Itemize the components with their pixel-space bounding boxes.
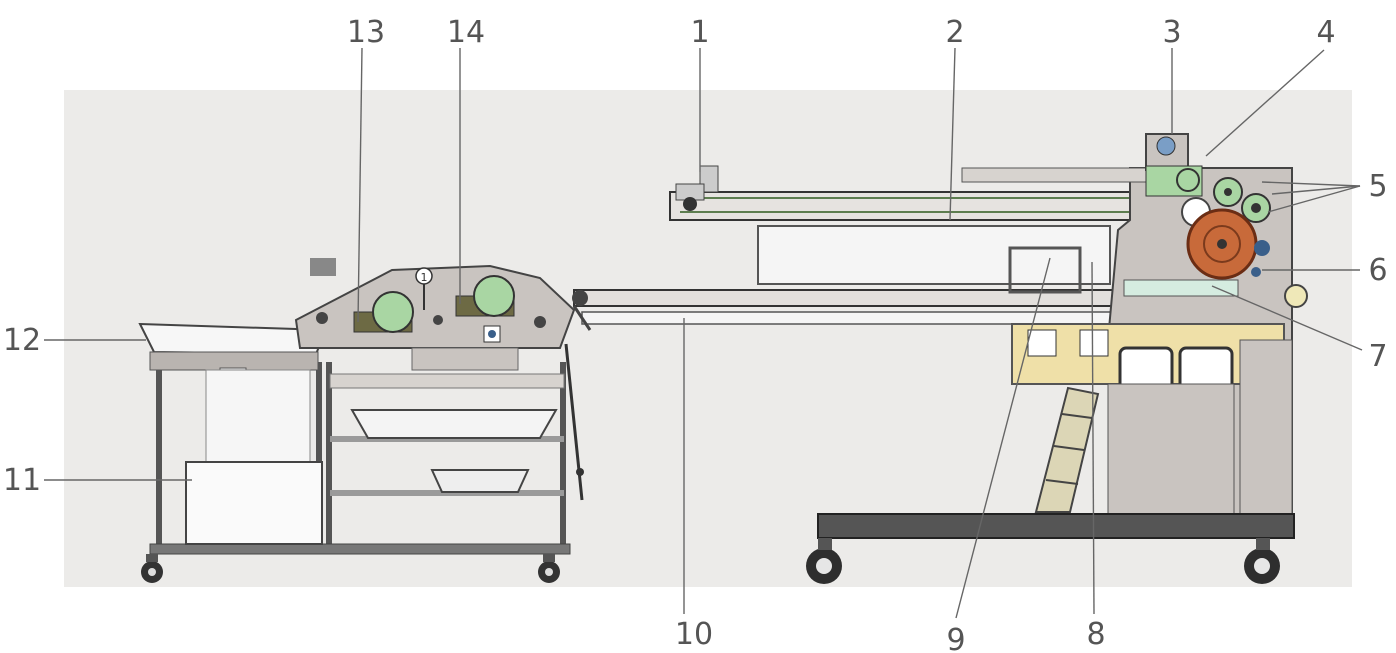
callouts: 1 2 3 4 5 6 7 8 9 10 11 12 — [3, 15, 1388, 653]
rounding-unit: 1 — [294, 258, 576, 371]
callout-11: 11 — [3, 463, 41, 498]
leader-5c — [1267, 185, 1361, 213]
leader-4 — [1205, 49, 1325, 157]
tray-lower — [430, 469, 530, 493]
leader-5a — [1261, 181, 1361, 187]
roller-14 — [473, 275, 515, 317]
callout-7: 7 — [1368, 339, 1387, 374]
leader-5b — [1271, 185, 1361, 195]
roller-5a — [1176, 168, 1200, 192]
main-machine — [806, 133, 1308, 584]
gauge-label: 1 — [421, 271, 428, 284]
wheel-right-2 — [1244, 548, 1280, 584]
base-frame — [817, 513, 1295, 539]
callout-14: 14 — [447, 15, 485, 50]
proofer-cabinet — [757, 225, 1111, 285]
callout-10: 10 — [675, 617, 713, 652]
wheel-left-1 — [141, 561, 163, 583]
callout-2: 2 — [945, 15, 964, 50]
collection-bin — [185, 461, 323, 545]
wheel-left-2 — [538, 561, 560, 583]
callout-3: 3 — [1162, 15, 1181, 50]
callout-1: 1 — [690, 15, 709, 50]
callout-5: 5 — [1368, 169, 1387, 204]
leader-8 — [1091, 261, 1095, 615]
tray-upper — [350, 409, 558, 439]
roller-13 — [372, 291, 414, 333]
left-cart — [138, 322, 584, 583]
leader-9 — [955, 257, 1051, 619]
leader-7 — [1211, 285, 1363, 351]
wheel-right-1 — [806, 548, 842, 584]
callout-6: 6 — [1368, 253, 1387, 288]
long-conveyor — [572, 289, 1275, 331]
cylinder-7 — [1123, 279, 1239, 297]
leader-13 — [357, 47, 363, 323]
ladder — [1034, 386, 1100, 513]
callout-8: 8 — [1086, 617, 1105, 652]
callout-13: 13 — [347, 15, 385, 50]
leader-2 — [949, 47, 956, 221]
upper-conveyor — [669, 165, 1177, 294]
callout-4: 4 — [1316, 15, 1335, 50]
callout-12: 12 — [3, 323, 41, 358]
callout-9: 9 — [946, 623, 965, 653]
